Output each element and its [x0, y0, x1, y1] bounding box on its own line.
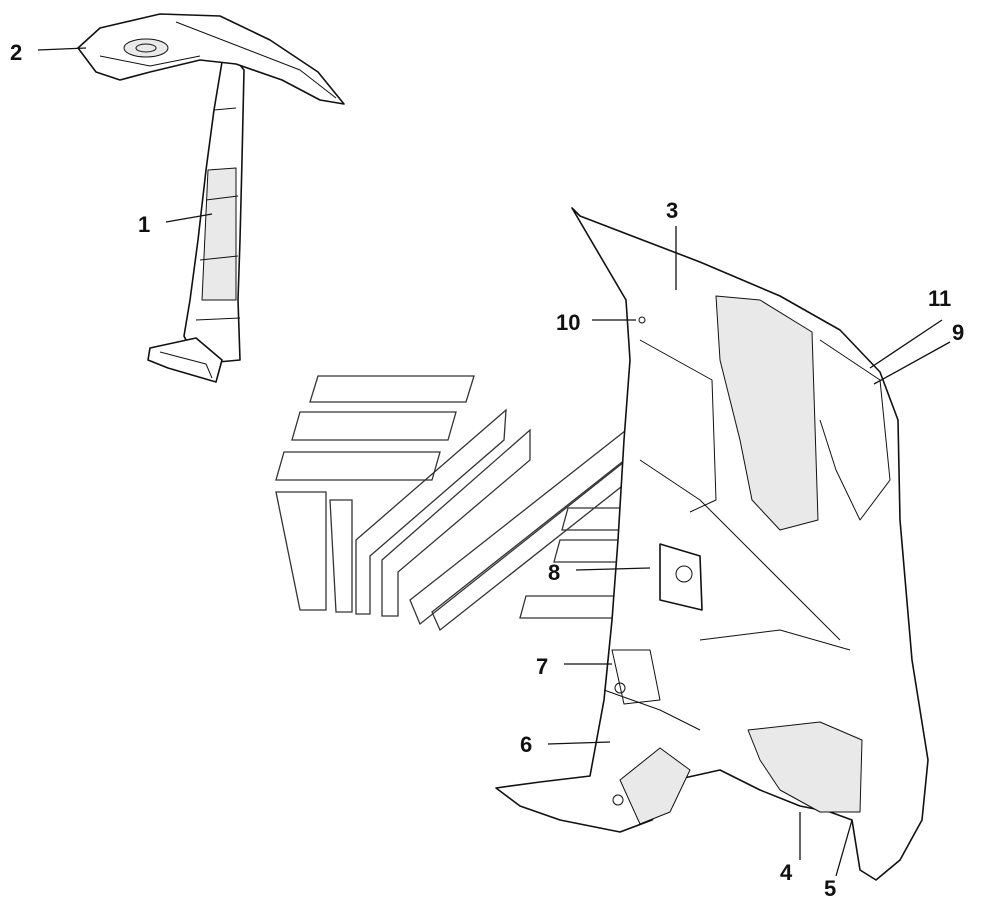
callout-10: 10 [556, 310, 580, 335]
callout-5: 5 [824, 876, 836, 901]
callout-11: 11 [928, 286, 951, 311]
leader-lines [37, 47, 951, 877]
callout-7: 7 [536, 654, 548, 679]
callout-3: 3 [666, 198, 678, 223]
callout-9: 9 [952, 320, 964, 345]
callout-1: 1 [138, 212, 150, 237]
callout-labels: 1 2 3 4 5 6 7 8 9 10 11 [10, 40, 964, 901]
part-quarter-panel [495, 207, 929, 881]
callout-6: 6 [520, 732, 532, 757]
callout-4: 4 [780, 860, 793, 885]
part-pillar-trim [147, 59, 245, 383]
part-upper-bracket [77, 13, 345, 105]
callout-8: 8 [548, 560, 560, 585]
callout-2: 2 [10, 40, 22, 65]
